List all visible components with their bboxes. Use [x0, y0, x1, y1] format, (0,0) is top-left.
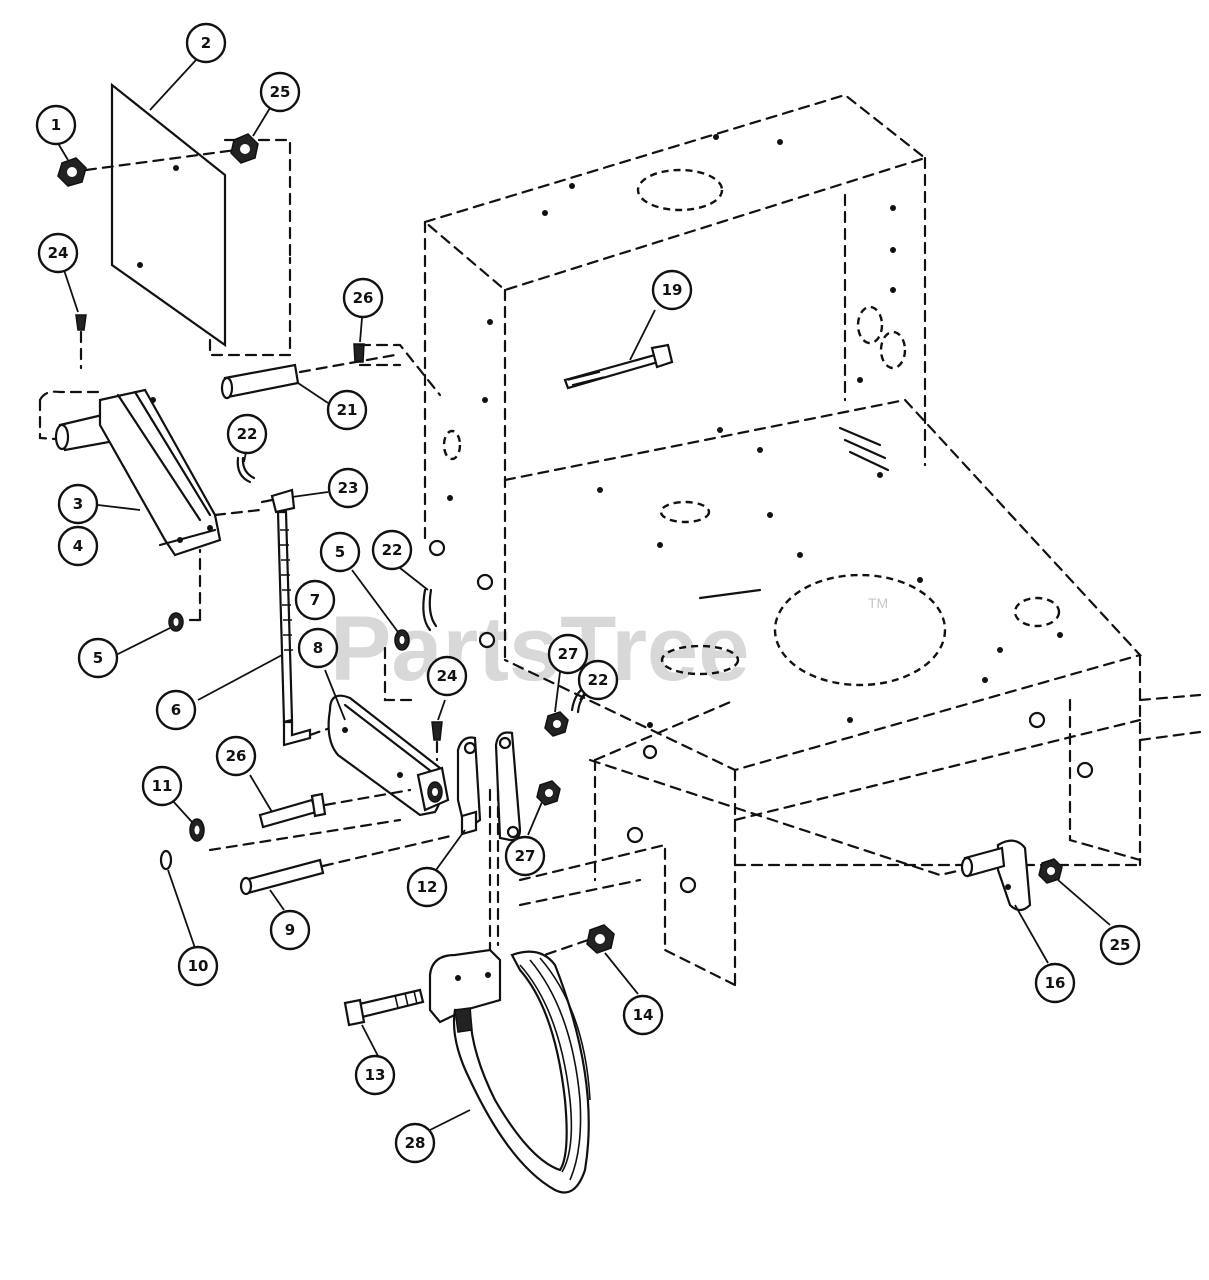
svg-text:11: 11: [152, 777, 173, 795]
callout-7: 7: [294, 579, 336, 621]
callout-22-right: 22: [577, 659, 619, 701]
svg-text:27: 27: [515, 847, 536, 865]
svg-text:25: 25: [1110, 936, 1131, 954]
svg-text:10: 10: [188, 957, 209, 975]
bolt-13: [343, 988, 425, 1027]
svg-text:24: 24: [48, 244, 69, 262]
nut-27-lower: [536, 780, 561, 806]
bolt-19: [563, 343, 674, 390]
callout-27-lower: 27: [504, 835, 546, 877]
callout-21: 21: [326, 389, 368, 431]
callout-26-top: 26: [342, 277, 384, 319]
svg-text:7: 7: [310, 591, 320, 609]
callout-10: 10: [177, 945, 219, 987]
nut-1: [57, 157, 87, 187]
pin-26-lower: [258, 788, 412, 829]
svg-text:28: 28: [405, 1134, 426, 1152]
svg-text:5: 5: [93, 649, 103, 667]
callout-19: 19: [651, 269, 693, 311]
callout-23: 23: [327, 467, 369, 509]
callout-8: 8: [297, 627, 339, 669]
callout-5-left: 5: [77, 637, 119, 679]
bolt-9: [239, 833, 457, 896]
callout-16: 16: [1034, 962, 1076, 1004]
link-12: [456, 736, 482, 836]
svg-text:1: 1: [51, 116, 61, 134]
callout-26-lower: 26: [215, 735, 257, 777]
callout-28: 28: [394, 1122, 436, 1164]
svg-text:22: 22: [382, 541, 403, 559]
svg-text:6: 6: [171, 701, 181, 719]
watermark-trademark: TM: [868, 595, 888, 611]
arm-8: [327, 694, 450, 817]
nut-27-upper: [544, 711, 569, 737]
callout-24-left: 24: [37, 232, 79, 274]
svg-text:3: 3: [73, 495, 83, 513]
svg-text:23: 23: [338, 479, 359, 497]
part-2-plate: [110, 82, 292, 357]
callout-24-mid: 24: [426, 655, 468, 697]
callout-12: 12: [406, 866, 448, 908]
callout-5-mid: 5: [319, 531, 361, 573]
washer-11: [189, 818, 402, 852]
callout-14: 14: [622, 994, 664, 1036]
callout-25-top: 25: [259, 71, 301, 113]
callout-1: 1: [35, 104, 77, 146]
callout-2: 2: [185, 22, 227, 64]
band-bracket: [488, 731, 522, 952]
svg-text:14: 14: [633, 1006, 654, 1024]
svg-text:24: 24: [437, 667, 458, 685]
cotter-22-mid: [422, 588, 438, 632]
callout-4: 4: [57, 525, 99, 567]
svg-text:8: 8: [313, 639, 323, 657]
svg-text:22: 22: [588, 671, 609, 689]
bracket-16: [960, 839, 1032, 912]
pin-26-top: [353, 343, 442, 397]
pin-24-left: [75, 314, 87, 370]
svg-text:19: 19: [662, 281, 683, 299]
svg-text:2: 2: [201, 34, 211, 52]
svg-text:25: 25: [270, 83, 291, 101]
svg-text:26: 26: [226, 747, 247, 765]
callout-25-right: 25: [1099, 924, 1141, 966]
callout-13: 13: [354, 1054, 396, 1096]
rod-6-with-clevis-23: [260, 488, 332, 747]
callout-22-mid: 22: [371, 529, 413, 571]
svg-text:27: 27: [558, 645, 579, 663]
nut-25-top: [230, 133, 259, 164]
watermark-text: PartsTree: [330, 598, 749, 700]
svg-text:21: 21: [337, 401, 358, 419]
washer-5-mid: [383, 629, 414, 702]
cotter-22-upper: [236, 456, 256, 484]
svg-text:13: 13: [365, 1066, 386, 1084]
pin-24-mid: [431, 721, 443, 762]
pin-10: [159, 849, 173, 871]
svg-text:12: 12: [417, 878, 438, 896]
callout-27-upper: 27: [547, 633, 589, 675]
svg-text:4: 4: [73, 537, 83, 555]
svg-text:16: 16: [1045, 974, 1066, 992]
svg-text:5: 5: [335, 543, 345, 561]
nut-25-right: [1038, 858, 1063, 884]
callout-6: 6: [155, 689, 197, 731]
svg-text:22: 22: [237, 425, 258, 443]
washer-5-left: [168, 612, 184, 632]
svg-text:26: 26: [353, 289, 374, 307]
callout-11: 11: [141, 765, 183, 807]
callout-3: 3: [57, 483, 99, 525]
svg-text:9: 9: [285, 921, 295, 939]
brake-band-28: [452, 950, 591, 1194]
sleeve-21: [220, 353, 397, 400]
callout-9: 9: [269, 909, 311, 951]
callout-22-upper: 22: [226, 413, 268, 455]
pedal-bracket-3-4: [38, 388, 262, 622]
